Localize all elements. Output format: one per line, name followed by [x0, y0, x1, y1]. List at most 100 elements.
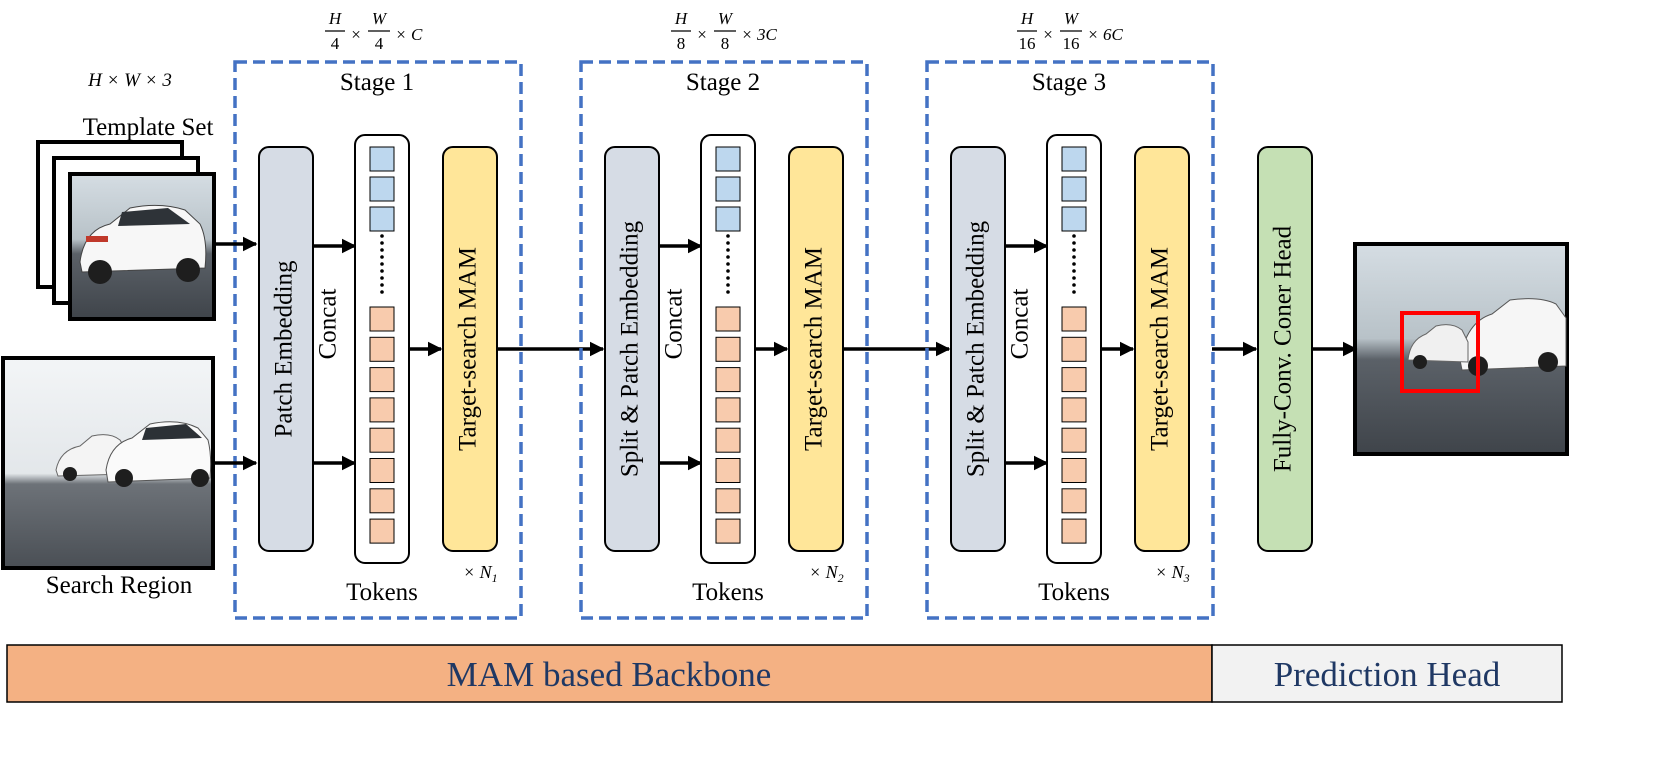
- ellipsis-dot: [380, 290, 384, 294]
- stage-1-mam-label: Target-search MAM: [455, 247, 482, 451]
- stage-3-embedding-block: [950, 146, 1006, 552]
- search-token: [1061, 458, 1087, 483]
- template-set-label: Template Set: [83, 114, 214, 141]
- search-token: [369, 306, 395, 332]
- ellipsis-dot: [726, 262, 730, 266]
- template-image: [68, 172, 216, 321]
- stage-2-title: Stage 2: [686, 69, 760, 96]
- ellipsis-dot: [1072, 283, 1076, 287]
- stage-3-frame: [925, 60, 1215, 620]
- stage-3-title: Stage 3: [1032, 69, 1106, 96]
- search-token: [715, 427, 741, 453]
- search-token: [715, 488, 741, 514]
- svg-text:×: ×: [1088, 25, 1098, 44]
- svg-text:×: ×: [742, 25, 752, 44]
- search-token: [715, 397, 741, 423]
- search-region-label: Search Region: [46, 572, 193, 599]
- svg-text:×: ×: [1043, 25, 1053, 44]
- search-token: [1061, 397, 1087, 423]
- ellipsis-dot: [1072, 234, 1076, 238]
- search-region-image: [1, 356, 215, 570]
- dim-w-denominator: 16: [1063, 34, 1080, 53]
- search-token: [1061, 488, 1087, 514]
- stage-1-concat-label: Concat: [315, 289, 342, 360]
- search-token: [1061, 427, 1087, 453]
- search-token: [715, 306, 741, 332]
- ellipsis-dot: [1072, 248, 1076, 252]
- svg-text:×: ×: [697, 25, 707, 44]
- dim-w-denominator: 4: [375, 34, 384, 53]
- stage-2-tokens-label: Tokens: [692, 579, 764, 606]
- ellipsis-dot: [1072, 241, 1076, 245]
- svg-text:×: ×: [396, 25, 406, 44]
- ellipsis-dot: [1072, 290, 1076, 294]
- stage-1-tokens-label: Tokens: [346, 579, 418, 606]
- stage-3-dimension-formula: H16×W16×6C: [1017, 9, 1124, 53]
- template-token: [369, 146, 395, 172]
- dim-channels: C: [411, 25, 423, 44]
- search-token: [369, 397, 395, 423]
- stage-1-frame: [233, 60, 523, 620]
- ellipsis-dot: [1072, 255, 1076, 259]
- dim-channels: 6C: [1103, 25, 1124, 44]
- search-token: [369, 427, 395, 453]
- predicted-bounding-box: [1400, 311, 1480, 393]
- stage-1-title: Stage 1: [340, 69, 414, 96]
- dim-h-denominator: 16: [1019, 34, 1036, 53]
- search-token: [1061, 518, 1087, 544]
- search-token: [369, 336, 395, 362]
- template-token: [715, 176, 741, 202]
- search-token: [369, 458, 395, 483]
- search-token: [715, 336, 741, 362]
- ellipsis-dot: [380, 276, 384, 280]
- ellipsis-dot: [380, 248, 384, 252]
- template-token: [715, 206, 741, 232]
- stage-2-embedding-label: Split & Patch Embedding: [617, 220, 644, 477]
- search-token: [1061, 306, 1087, 332]
- stage-3-mam-block: [1134, 146, 1190, 552]
- template-token: [1061, 206, 1087, 232]
- ellipsis-dot: [380, 241, 384, 245]
- ellipsis-dot: [380, 283, 384, 287]
- template-token: [715, 146, 741, 172]
- ellipsis-dot: [726, 234, 730, 238]
- ellipsis-dot: [1072, 262, 1076, 266]
- output-result-image: [1353, 242, 1569, 456]
- stage-3-mam-label: Target-search MAM: [1147, 247, 1174, 451]
- dim-h-numerator: H: [674, 9, 689, 28]
- dim-h-denominator: 4: [331, 34, 340, 53]
- search-token: [369, 518, 395, 544]
- stage-1-embedding-block: [258, 146, 314, 552]
- stage-3-concat-label: Concat: [1007, 289, 1034, 360]
- prediction-head-bar-label: Prediction Head: [1274, 655, 1501, 694]
- stage-2-concat-label: Concat: [661, 289, 688, 360]
- prediction-head-bar: [1211, 644, 1563, 703]
- ellipsis-dot: [726, 248, 730, 252]
- ellipsis-dot: [1072, 269, 1076, 273]
- stage-3-repeat-marker: × N3: [1155, 562, 1190, 585]
- ellipsis-dot: [726, 269, 730, 273]
- ellipsis-dot: [726, 241, 730, 245]
- stage-2-repeat-marker: × N2: [809, 562, 844, 585]
- ellipsis-dot: [1072, 276, 1076, 280]
- ellipsis-dot: [380, 255, 384, 259]
- backbone-bar: [6, 644, 1213, 703]
- ellipsis-dot: [726, 283, 730, 287]
- ellipsis-dot: [380, 262, 384, 266]
- prediction-head-label: Fully-Conv. Coner Head: [1270, 225, 1297, 472]
- template-set-image-stack: [36, 140, 216, 321]
- input-dimension-label: H × W × 3: [87, 70, 172, 91]
- dim-h-numerator: H: [328, 9, 343, 28]
- search-token: [715, 458, 741, 483]
- search-token: [1061, 336, 1087, 362]
- dim-channels: 3C: [756, 25, 778, 44]
- ellipsis-dot: [380, 269, 384, 273]
- dim-w-numerator: W: [372, 9, 388, 28]
- ellipsis-dot: [726, 276, 730, 280]
- backbone-bar-label: MAM based Backbone: [447, 655, 772, 694]
- dim-h-denominator: 8: [677, 34, 686, 53]
